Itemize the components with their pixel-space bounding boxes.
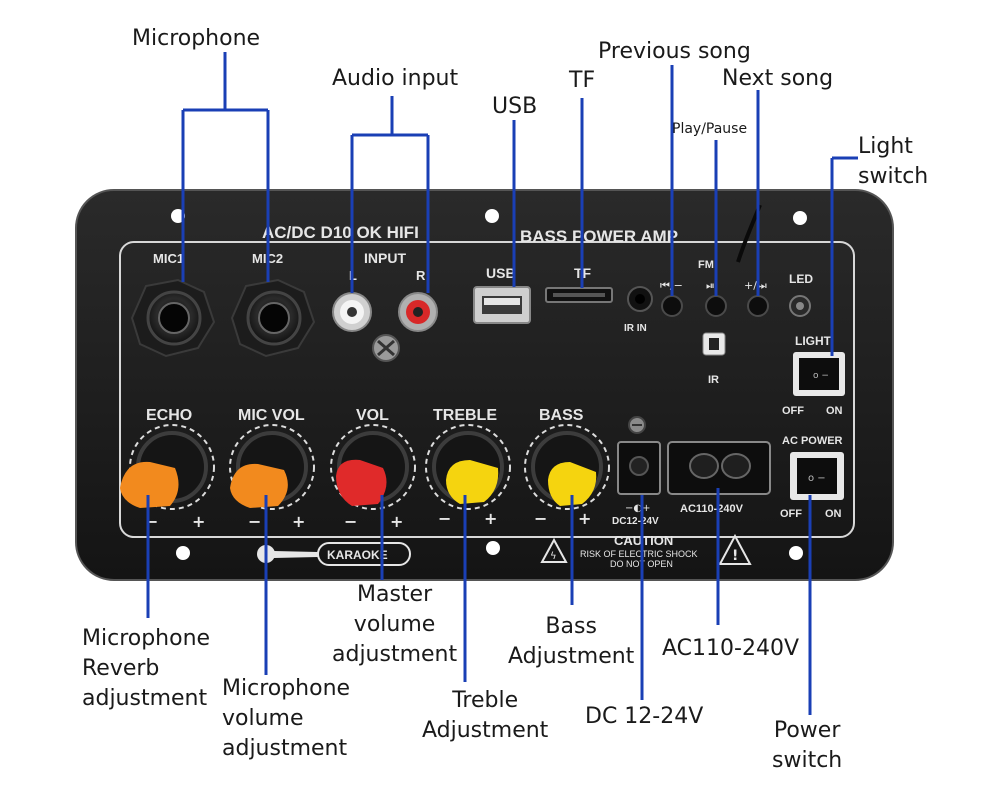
callout-play-pause: Play/Pause bbox=[672, 121, 748, 137]
next-symbol: +/⏭ bbox=[744, 279, 767, 292]
input-label: INPUT bbox=[364, 250, 406, 266]
svg-text:ϟ: ϟ bbox=[550, 551, 557, 562]
micvol-minus: − bbox=[248, 512, 261, 531]
dc-screw bbox=[628, 416, 646, 434]
callout-microphone: Microphone bbox=[132, 26, 261, 51]
caution-line1: RISK OF ELECTRIC SHOCK bbox=[580, 549, 698, 559]
mic-vol-knob bbox=[229, 424, 315, 510]
callout-treble: Treble Adjustment bbox=[422, 688, 549, 743]
callout-previous-song: Previous song bbox=[598, 39, 751, 64]
callout-ac: AC110-240V bbox=[662, 636, 799, 661]
callout-tf: TF bbox=[569, 68, 596, 93]
mic2-jack bbox=[230, 278, 316, 358]
vol-knob bbox=[330, 424, 416, 510]
fm-label: FM bbox=[698, 259, 714, 271]
bass-knob bbox=[524, 424, 610, 510]
treble-knob bbox=[425, 424, 511, 510]
ir-in-label: IR IN bbox=[624, 323, 647, 334]
inner-border bbox=[119, 241, 855, 538]
bass-plus: + bbox=[578, 509, 591, 528]
ac-label: AC110-240V bbox=[680, 503, 744, 515]
vol-label: VOL bbox=[356, 407, 389, 424]
mount-hole bbox=[789, 546, 803, 560]
ac-power-label: AC POWER bbox=[782, 435, 843, 447]
callout-master-volume: Master volume adjustment bbox=[332, 582, 458, 667]
caution-warning-icon-right: ! bbox=[718, 533, 752, 565]
echo-plus: + bbox=[192, 512, 205, 531]
svg-text:−◐+: −◐+ bbox=[625, 503, 650, 514]
callout-dc: DC 12-24V bbox=[585, 704, 704, 729]
light-rocker-switch: o − bbox=[793, 352, 845, 396]
micvol-plus: + bbox=[292, 512, 305, 531]
treble-label: TREBLE bbox=[433, 407, 497, 424]
callout-audio-input: Audio input bbox=[332, 66, 459, 91]
callout-bass: Bass Adjustment bbox=[508, 614, 635, 669]
mount-hole bbox=[176, 546, 190, 560]
mount-hole bbox=[486, 541, 500, 555]
light-off-label: OFF bbox=[782, 405, 804, 417]
bass-minus: − bbox=[534, 509, 547, 528]
panel-screw bbox=[372, 334, 400, 362]
callout-power-switch: Power switch bbox=[772, 718, 843, 773]
dc-power-jack bbox=[617, 441, 661, 495]
mic1-jack bbox=[130, 278, 216, 358]
next-button bbox=[747, 295, 769, 317]
callout-mic-reverb: Microphone Reverb adjustment bbox=[82, 626, 211, 711]
usb-panel-label: USB bbox=[486, 265, 516, 281]
model-label: AC/DC D10 OK HIFI bbox=[262, 223, 419, 242]
ir-in-jack bbox=[627, 286, 653, 312]
caution-warning-icon-left: ϟ bbox=[540, 537, 568, 563]
bass-power-amp-label: BASS POWER AMP bbox=[520, 227, 678, 246]
vol-minus: − bbox=[344, 512, 357, 531]
callout-next-song: Next song bbox=[722, 66, 834, 91]
echo-label: ECHO bbox=[146, 407, 192, 424]
led-indicator bbox=[789, 295, 811, 317]
rca-right-jack bbox=[398, 292, 438, 332]
caution-label: CAUTION bbox=[614, 533, 673, 548]
mic-vol-label: MIC VOL bbox=[238, 407, 305, 424]
treble-plus: + bbox=[484, 509, 497, 528]
power-off-label: OFF bbox=[780, 508, 802, 520]
dc-label: DC12-24V bbox=[612, 516, 659, 527]
usb-port bbox=[473, 286, 531, 324]
play-symbol: ⏯ bbox=[706, 279, 715, 292]
power-on-label: ON bbox=[825, 508, 842, 520]
svg-text:!: ! bbox=[732, 548, 738, 564]
ir-label: IR bbox=[708, 374, 719, 386]
tf-slot bbox=[545, 287, 613, 303]
ac-socket bbox=[667, 441, 771, 495]
svg-text:o −: o − bbox=[808, 473, 826, 484]
callout-usb: USB bbox=[492, 94, 538, 119]
bass-label: BASS bbox=[539, 407, 584, 424]
mic1-label: MIC1 bbox=[153, 251, 184, 266]
mount-hole bbox=[485, 209, 499, 223]
light-on-label: ON bbox=[826, 405, 843, 417]
light-label: LIGHT bbox=[795, 334, 832, 348]
callout-light-switch: Light switch bbox=[858, 134, 929, 189]
callout-mic-volume: Microphone volume adjustment bbox=[222, 676, 351, 761]
echo-knob bbox=[120, 424, 215, 510]
leader-lines bbox=[146, 52, 858, 715]
treble-minus: − bbox=[438, 509, 451, 528]
input-r-label: R bbox=[416, 268, 426, 283]
svg-text:o −: o − bbox=[813, 371, 829, 381]
vol-plus: + bbox=[390, 512, 403, 531]
mount-hole bbox=[793, 211, 807, 225]
karaoke-label: KARAOKE bbox=[327, 548, 388, 562]
power-rocker-switch: o − bbox=[790, 452, 844, 500]
led-label: LED bbox=[789, 272, 813, 286]
play-pause-button bbox=[705, 295, 727, 317]
rca-left-jack bbox=[332, 292, 372, 332]
karaoke-logo bbox=[257, 542, 411, 566]
previous-button bbox=[661, 295, 683, 317]
